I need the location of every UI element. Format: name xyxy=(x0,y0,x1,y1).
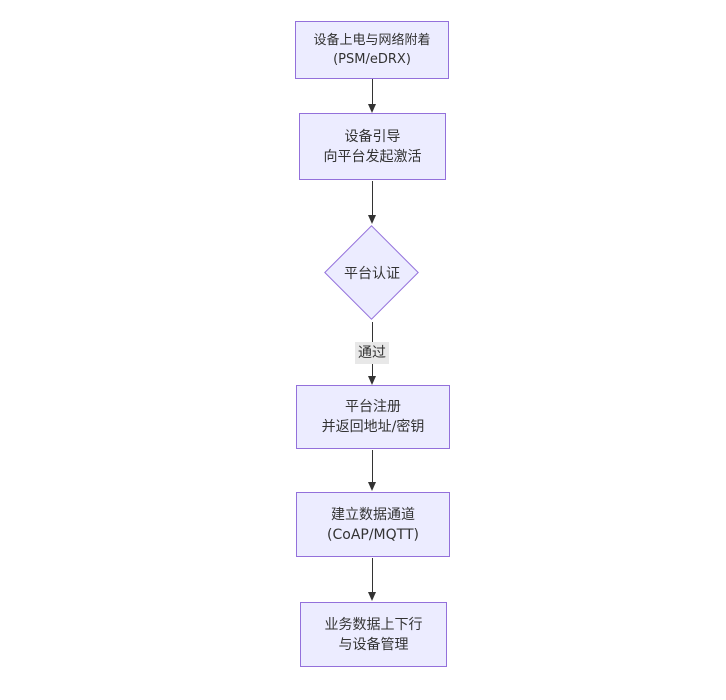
arrowhead-icon xyxy=(368,482,376,491)
node-text-line: 建立数据通道 xyxy=(331,506,415,523)
node-text-line: 与设备管理 xyxy=(338,636,409,653)
node-text-line: 业务数据上下行 xyxy=(324,616,423,633)
node-text-line: 向平台发起激活 xyxy=(323,148,422,165)
node-text-line: 设备上电与网络附着 xyxy=(313,33,431,48)
node-text-line: (PSM/eDRX) xyxy=(333,52,411,67)
node-device-power-attach: 设备上电与网络附着 (PSM/eDRX) xyxy=(295,21,449,79)
node-text-line: 平台注册 xyxy=(345,399,401,415)
arrowhead-icon xyxy=(368,104,376,113)
node-text-line: 并返回地址/密钥 xyxy=(321,419,425,435)
arrowhead-icon xyxy=(368,592,376,601)
decision-text: 平台认证 xyxy=(344,266,400,282)
edge-label-pass: 通过 xyxy=(355,342,389,364)
edge-register-to-channel xyxy=(372,450,373,483)
arrowhead-icon xyxy=(368,376,376,385)
edge-bootstrap-to-auth xyxy=(372,181,373,216)
node-platform-register: 平台注册 并返回地址/密钥 xyxy=(296,385,450,449)
node-data-channel: 建立数据通道 (CoAP/MQTT) xyxy=(296,492,450,557)
node-device-bootstrap: 设备引导 向平台发起激活 xyxy=(299,113,446,180)
edge-channel-to-business xyxy=(372,558,373,593)
node-text-line: (CoAP/MQTT) xyxy=(327,526,419,543)
arrowhead-icon xyxy=(368,215,376,224)
node-business-data: 业务数据上下行 与设备管理 xyxy=(300,602,447,667)
node-text-line: 设备引导 xyxy=(344,128,401,145)
edge-power-to-bootstrap xyxy=(372,79,373,105)
